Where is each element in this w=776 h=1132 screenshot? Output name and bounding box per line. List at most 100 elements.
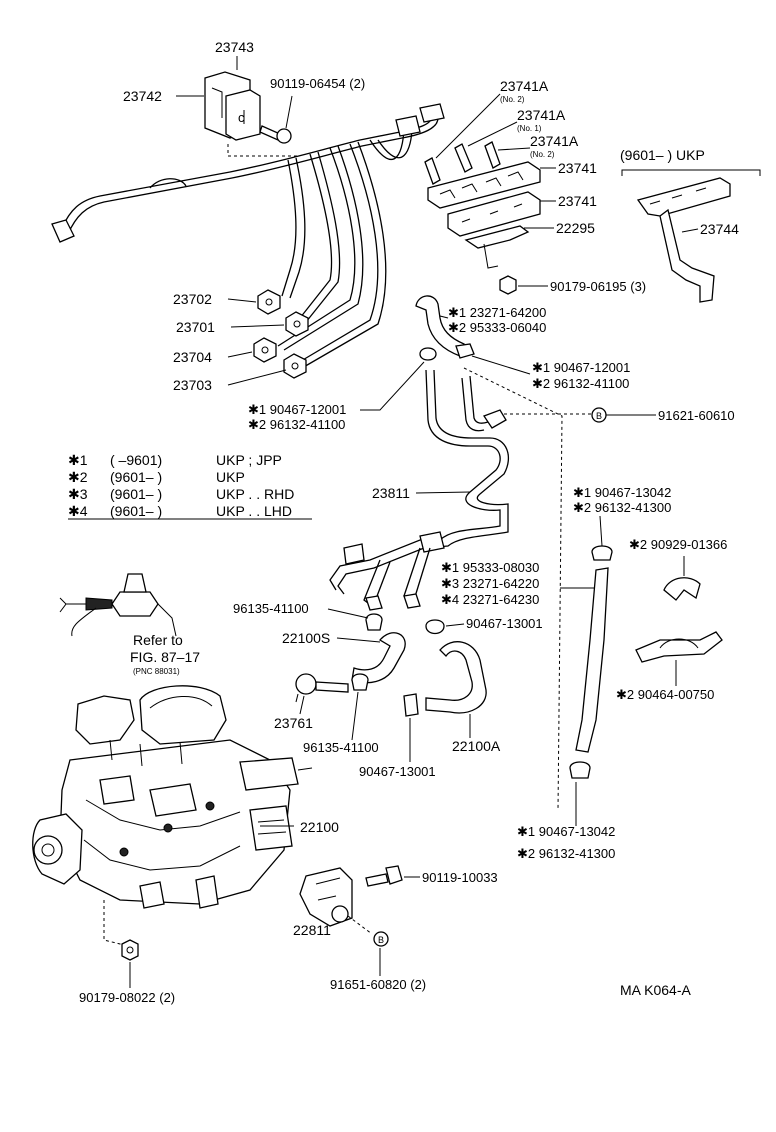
refer-to-line-1: Refer to [133, 632, 183, 648]
union-nut-23702 [257, 289, 281, 315]
label-2-96132-41300-b: ✱2 96132-41300 [517, 846, 615, 861]
legend-row-4: ✱4 (9601– ) UKP . . LHD [68, 503, 292, 519]
legend-3-range: (9601– ) [110, 486, 162, 502]
b-marker-top: B [591, 407, 607, 423]
label-1-23271-64200: ✱1 23271-64200 [448, 305, 546, 320]
label-22100: 22100 [300, 819, 339, 835]
clip-90467-13001-right [425, 619, 445, 635]
legend-2-range: (9601– ) [110, 469, 162, 485]
label-23743: 23743 [215, 39, 254, 55]
b-marker-top-text: B [596, 411, 602, 421]
legend-1-range: ( –9601) [110, 452, 162, 468]
legend-4-range: (9601– ) [110, 503, 162, 519]
label-2-96132-41300-t: ✱2 96132-41300 [573, 500, 671, 515]
clip-90464-00750 [635, 631, 723, 663]
clip-90467-12001-right [455, 343, 475, 359]
bracket-22811 [299, 867, 353, 927]
label-22811: 22811 [293, 922, 331, 938]
label-90119-10033: 90119-10033 [422, 870, 498, 885]
clip-90467-13042-bottom [569, 761, 591, 779]
label-23741-b: 23741 [558, 193, 597, 209]
b-marker-bottom-text: B [378, 935, 384, 945]
hose-95333-08030 [575, 567, 609, 753]
label-22100a: 22100A [452, 738, 501, 754]
legend-row-1: ✱1 ( –9601) UKP ; JPP [68, 452, 282, 468]
hose-22100s [351, 632, 406, 684]
legend-3-mark: ✱3 [68, 486, 88, 502]
label-4-23271-64230: ✱4 23271-64230 [441, 592, 539, 607]
nut-90179-08022 [121, 939, 139, 961]
label-2-90464-00750: ✱2 90464-00750 [616, 687, 714, 702]
label-23741a-no2-top: 23741A [500, 78, 549, 94]
check-valve-23761 [295, 673, 349, 703]
label-3-23271-64220: ✱3 23271-64220 [441, 576, 539, 591]
label-23704: 23704 [173, 349, 212, 365]
note-no2-top: (No. 2) [500, 95, 525, 104]
label-23741-a: 23741 [558, 160, 597, 176]
clip-90929-01366 [663, 577, 701, 601]
fuel-return-pipe-23811 [329, 369, 509, 611]
svg-text:c: c [238, 110, 245, 125]
label-90119-06454: 90119-06454 (2) [270, 76, 365, 91]
union-nut-23701 [285, 311, 309, 337]
clip-96135-41100-bottom [351, 673, 369, 691]
label-23761: 23761 [274, 715, 313, 731]
bracket-23744 [636, 177, 731, 303]
clip-90467-12001-left [419, 347, 437, 361]
label-90467-13001-b: 90467-13001 [359, 764, 436, 779]
note-no1: (No. 1) [517, 124, 542, 133]
label-23701: 23701 [176, 319, 215, 335]
hose-23271-64200 [415, 295, 465, 357]
injection-pipes [51, 103, 445, 369]
label-2-95333-06040: ✱2 95333-06040 [448, 320, 546, 335]
label-23811: 23811 [372, 485, 410, 501]
label-2-96132-41100-l: ✱2 96132-41100 [248, 417, 345, 432]
label-96135-41100-t: 96135-41100 [233, 601, 309, 616]
label-23742: 23742 [123, 88, 162, 104]
label-23702: 23702 [173, 291, 212, 307]
legend-1-mark: ✱1 [68, 452, 88, 468]
bolt-90119-10033 [365, 865, 403, 887]
legend-2-mark: ✱2 [68, 469, 88, 485]
label-23744: 23744 [700, 221, 739, 237]
clip-90467-13001-bottom [403, 693, 419, 717]
label-23703: 23703 [173, 377, 212, 393]
legend-4-desc: UKP . . LHD [216, 503, 292, 519]
legend-2-desc: UKP [216, 469, 245, 485]
label-2-96132-41100-r: ✱2 96132-41100 [532, 376, 629, 391]
bolt-90119-06454 [259, 125, 292, 144]
pipe-clamp-group-23741 [424, 141, 541, 269]
refer-to-line-2: FIG. 87–17 [130, 649, 200, 665]
refer-to-line-3: (PNC 88031) [133, 667, 180, 676]
label-22100s: 22100S [282, 630, 330, 646]
label-23741a-no1: 23741A [517, 107, 566, 123]
legend-row-2: ✱2 (9601– ) UKP [68, 469, 245, 485]
label-1-90467-12001-l: ✱1 90467-12001 [248, 402, 346, 417]
label-90467-13001-r: 90467-13001 [466, 616, 543, 631]
hose-22100a [425, 641, 487, 714]
nut-90179-06195 [499, 275, 517, 295]
label-1-90467-12001-r: ✱1 90467-12001 [532, 360, 630, 375]
clip-96135-41100-top [365, 613, 383, 631]
legend-4-mark: ✱4 [68, 503, 88, 519]
label-23741a-no2-b: 23741A [530, 133, 579, 149]
label-91621-60610: 91621-60610 [658, 408, 735, 423]
label-91651-60820: 91651-60820 (2) [330, 977, 426, 992]
label-2-90929-01366: ✱2 90929-01366 [629, 537, 727, 552]
drawing-code: MA K064-A [620, 982, 691, 998]
clip-90467-13042-top [591, 545, 613, 561]
referenced-sensor [59, 573, 177, 637]
note-no2-b: (No. 2) [530, 150, 555, 159]
label-9601-ukp: (9601– ) UKP [620, 147, 705, 163]
b-marker-bottom: B [373, 931, 389, 947]
legend-row-3: ✱3 (9601– ) UKP . . RHD [68, 486, 294, 502]
label-90179-08022: 90179-08022 (2) [79, 990, 175, 1005]
injection-pump-22100 [32, 685, 313, 909]
legend-1-desc: UKP ; JPP [216, 452, 282, 468]
label-96135-41100-b: 96135-41100 [303, 740, 379, 755]
legend-3-desc: UKP . . RHD [216, 486, 294, 502]
applicability-legend: ✱1 ( –9601) UKP ; JPP ✱2 (9601– ) UKP ✱3… [68, 452, 312, 520]
label-22295: 22295 [556, 220, 595, 236]
